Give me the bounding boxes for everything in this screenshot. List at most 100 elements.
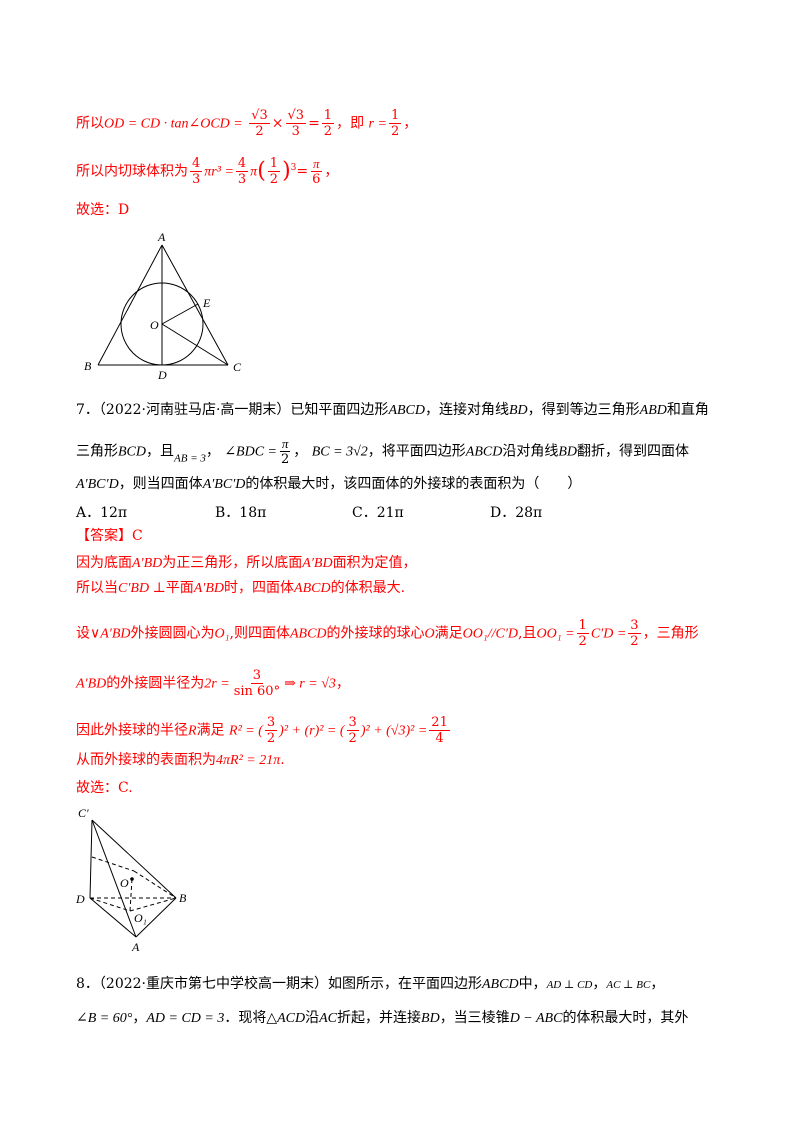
text: ， — [324, 163, 339, 180]
formula: ⇒ r = √3 — [284, 676, 336, 692]
text: √3 — [249, 108, 270, 124]
text: 7．（2022·河南驻马店·高一期末）已知平面四边形 — [76, 402, 389, 418]
formula: A′BD — [193, 581, 225, 596]
label-C-prime: C′ — [78, 806, 89, 820]
formula: BCD — [118, 444, 146, 460]
text: ， — [293, 443, 308, 460]
text: ， — [335, 675, 350, 692]
text: 2 — [390, 124, 400, 139]
text: 从而外接球的表面积为 — [76, 752, 216, 768]
text: 所以内切球体积为 — [76, 163, 188, 180]
formula: )² + (√3)² = — [360, 723, 428, 739]
formula: BD — [421, 1011, 440, 1026]
formula: C′D = — [590, 626, 627, 642]
formula: AD ⊥ CD — [546, 979, 593, 991]
text: 4 — [235, 156, 249, 172]
text: ， — [205, 443, 220, 460]
text: ，得到等边三角形 — [527, 402, 640, 418]
formula: A′BC′D — [76, 477, 119, 492]
q7-answer2: 故选：C. — [76, 780, 133, 796]
figure-triangle-incircle: A B C D E O — [84, 230, 242, 380]
formula: O₁ — [214, 626, 230, 642]
paren: ( — [257, 158, 266, 184]
q7-exp2: 所以当C′BD ⊥平面A′BD时，四面体ABCD的体积最大. — [76, 578, 405, 599]
label-O: O — [150, 318, 159, 332]
label-D: D — [157, 368, 167, 380]
text: ，三角形 — [642, 625, 699, 642]
text: 4 — [435, 731, 444, 746]
formula: 4πR² = 21π — [216, 753, 281, 768]
text: ， — [592, 976, 607, 992]
text: 因为底面 — [76, 555, 132, 571]
formula: BC = 3√2 — [311, 444, 368, 460]
text: 翻折，得到四面体 — [577, 443, 690, 460]
text: 和直角 — [666, 402, 709, 418]
text: 2 — [630, 634, 639, 649]
formula: π — [311, 156, 322, 172]
text: ， — [650, 976, 665, 992]
formula: A′BD — [132, 556, 163, 571]
times-sign: × — [271, 115, 284, 132]
label-A: A — [131, 940, 140, 954]
text: ,且 — [518, 625, 537, 642]
text: 1 — [388, 108, 402, 124]
equals: = — [308, 115, 320, 132]
text: 三角形 — [76, 443, 118, 460]
text: 3 — [346, 715, 359, 731]
text: 折起，并连接 — [337, 1010, 422, 1026]
text: . — [280, 752, 285, 768]
text: 平面 — [165, 580, 194, 596]
text: 2 — [578, 634, 587, 649]
label-O1: O₁ — [134, 911, 147, 925]
formula: ABCD — [289, 626, 327, 642]
formula: A′BC′D — [202, 477, 246, 492]
text: ，将平面四边形 — [367, 443, 466, 460]
formula: BD — [558, 444, 578, 460]
text: 设 — [76, 625, 90, 642]
formula: ABD — [639, 403, 667, 418]
formula: A′BD — [76, 676, 107, 692]
text: 沿 — [305, 1010, 320, 1026]
formula: OO₁//C′D — [462, 626, 519, 642]
text: 为正三角形，所以底面 — [162, 555, 303, 571]
text: 中， — [518, 976, 547, 992]
q7-option-b: B．18π — [215, 505, 267, 521]
text: 的体积最大. — [330, 580, 406, 596]
text: 3 — [264, 715, 278, 731]
text: 3 — [291, 124, 300, 139]
text: ，当三棱锥 — [439, 1010, 510, 1026]
label-B: B — [179, 891, 187, 905]
figure-tetrahedron: C′ D B A O O₁ — [75, 806, 187, 954]
text: ，且 — [146, 443, 174, 460]
q7-line3: A′BC′D，则当四面体A′BC′D的体积最大时，该四面体的外接球的表面积为（ … — [76, 474, 581, 495]
formula: ∠B = 60° — [76, 1011, 133, 1026]
text: 因此外接球的半径 — [76, 722, 188, 739]
q7-exp3: 设∨A′BD外接圆圆心为O₁,则四面体ABCD的外接球的球心O满足OO₁//C′… — [76, 618, 699, 649]
text: ，连接对角线 — [425, 402, 509, 418]
text: 1 — [321, 108, 335, 124]
q7-option-a: A．12π — [76, 505, 128, 521]
formula: AB = 3 — [174, 452, 206, 465]
q7-option-d: D．28π — [490, 505, 543, 521]
paren: ) — [282, 158, 291, 184]
formula: C′BD ⊥ — [118, 581, 166, 596]
text: 3 — [237, 172, 247, 187]
formula: ABCD — [388, 403, 425, 418]
q7-line1: 7．（2022·河南驻马店·高一期末）已知平面四边形ABCD，连接对角线BD，得… — [76, 400, 709, 421]
text: ．现将△ — [224, 1010, 278, 1026]
formula: R — [188, 723, 197, 739]
formula: A′BD — [302, 556, 333, 571]
text: 的外接圆半径为 — [106, 675, 205, 692]
